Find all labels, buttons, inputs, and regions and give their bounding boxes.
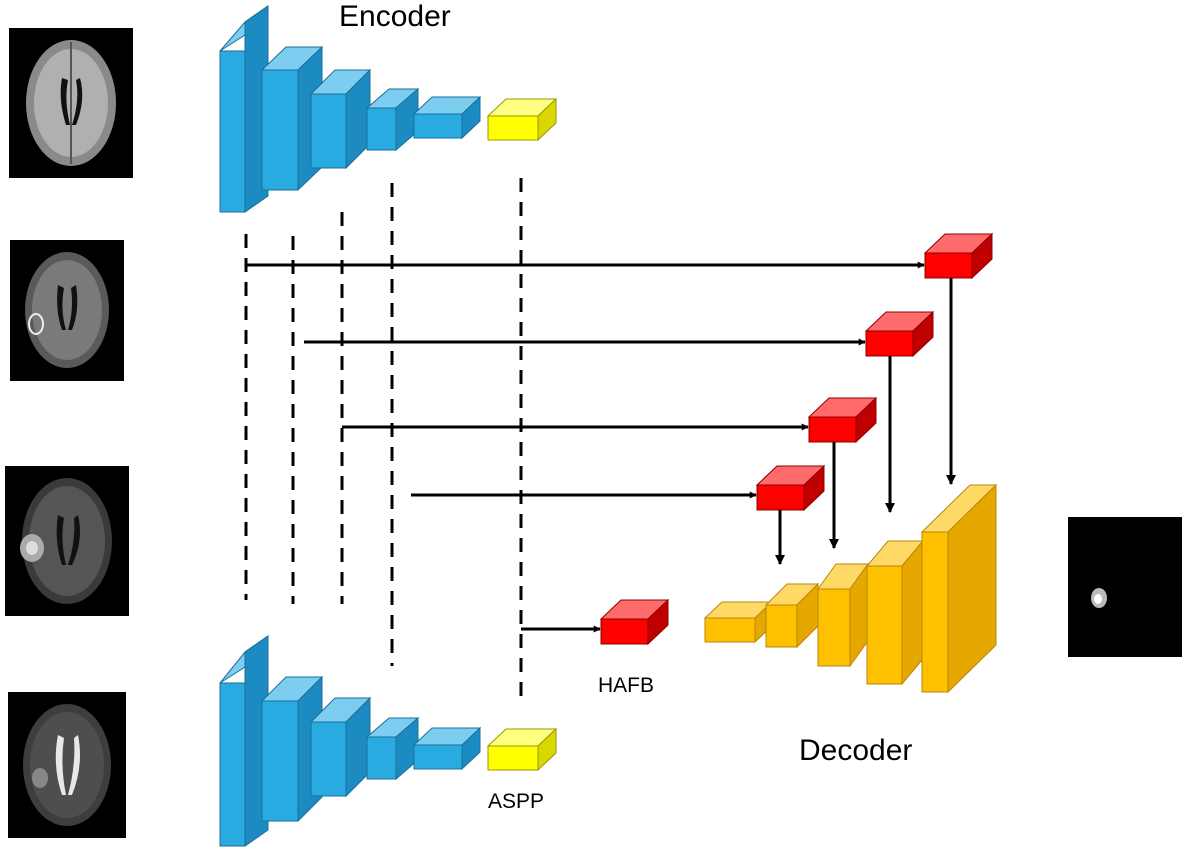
- encoder-bottom: [219, 635, 482, 847]
- decoder-block-4: [865, 539, 925, 686]
- mri-input-4: [8, 692, 126, 838]
- hafb-blocks: [599, 232, 994, 646]
- hafb-to-decoder-arrows: [775, 278, 956, 565]
- decoder-label: Decoder: [799, 734, 912, 767]
- encoder-top-block-4: [365, 87, 420, 152]
- decoder: [703, 483, 998, 694]
- skip-dashed-lines: [244, 178, 523, 700]
- aspp-block-bottom: [486, 727, 558, 772]
- hafb-block-4: [755, 464, 826, 512]
- hafb-block-3: [807, 396, 878, 444]
- mri-input-1: [9, 28, 133, 178]
- encoder-top-block-2: [260, 45, 324, 192]
- encoder-label: Encoder: [339, 0, 451, 33]
- encoder-bottom-block-4: [365, 716, 420, 781]
- encoder-bottom-block-3: [309, 696, 372, 798]
- skip-arrows: [246, 261, 925, 633]
- decoder-block-3: [817, 562, 869, 668]
- encoder-top-block-5: [412, 95, 482, 140]
- decoder-block-5: [920, 483, 998, 694]
- encoder-top-block-1: [219, 5, 269, 213]
- decoder-block-2: [764, 582, 820, 649]
- mri-input-2: [10, 240, 124, 381]
- mri-input-3: [5, 466, 129, 616]
- encoder-bottom-block-5: [412, 726, 482, 771]
- hafb-label: HAFB: [598, 674, 654, 697]
- hafb-block-1: [923, 232, 994, 280]
- decoder-block-1: [703, 600, 774, 644]
- encoder-bottom-block-1: [219, 635, 269, 847]
- aspp-block-top: [486, 97, 558, 142]
- aspp-label: ASPP: [488, 790, 544, 813]
- encoder-top: [219, 5, 482, 213]
- encoder-top-block-3: [309, 68, 372, 170]
- hafb-block-2: [864, 310, 935, 358]
- segmentation-mask-output: [1068, 517, 1182, 657]
- hafb-block-5: [599, 598, 670, 646]
